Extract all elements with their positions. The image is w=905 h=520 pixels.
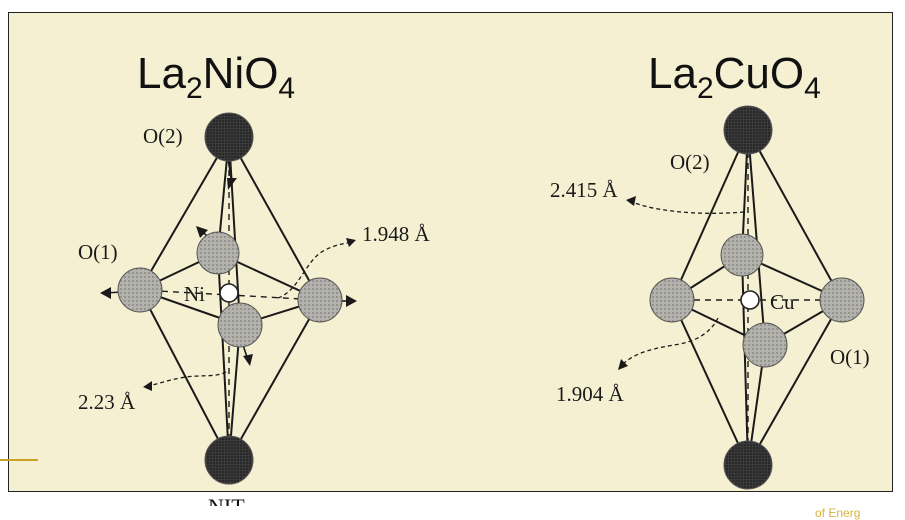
- atom-o2-top: [204, 112, 254, 162]
- atom-o1-left: [117, 267, 163, 313]
- atom-o2-bottom-cu: [723, 440, 773, 490]
- atom-o1-front: [217, 302, 263, 348]
- atom-o1-front-cu: [742, 322, 788, 368]
- right-metal-label: Cu: [770, 290, 795, 314]
- atom-ni: [219, 283, 239, 303]
- right-bond-short: 1.904 Å: [556, 382, 624, 406]
- right-formula: La2CuO4: [648, 49, 821, 105]
- right-o1-label: O(1): [830, 345, 870, 369]
- left-metal-label: Ni: [184, 282, 205, 306]
- cu-atoms: [649, 105, 865, 490]
- bottom-cut-label: NIT: [208, 496, 245, 506]
- left-o1-label: O(1): [78, 240, 118, 264]
- left-bond-short: 1.948 Å: [362, 222, 430, 246]
- atom-o2-top-cu: [723, 105, 773, 155]
- atom-o1-right-cu: [819, 277, 865, 323]
- ni-atoms: [117, 112, 343, 485]
- right-o2-label: O(2): [670, 150, 710, 174]
- atom-o1-right: [297, 277, 343, 323]
- left-formula: La2NiO4: [137, 49, 296, 105]
- right-bond-long: 2.415 Å: [550, 178, 618, 202]
- footer-text: of Energ: [815, 506, 861, 520]
- left-bond-long: 2.23 Å: [78, 390, 136, 414]
- atom-o1-back: [196, 231, 240, 275]
- atom-o1-left-cu: [649, 277, 695, 323]
- atom-o2-bottom: [204, 435, 254, 485]
- accent-line: [0, 459, 38, 461]
- atom-o1-back-cu: [720, 233, 764, 277]
- atom-cu: [740, 290, 760, 310]
- left-o2-label: O(2): [143, 124, 183, 148]
